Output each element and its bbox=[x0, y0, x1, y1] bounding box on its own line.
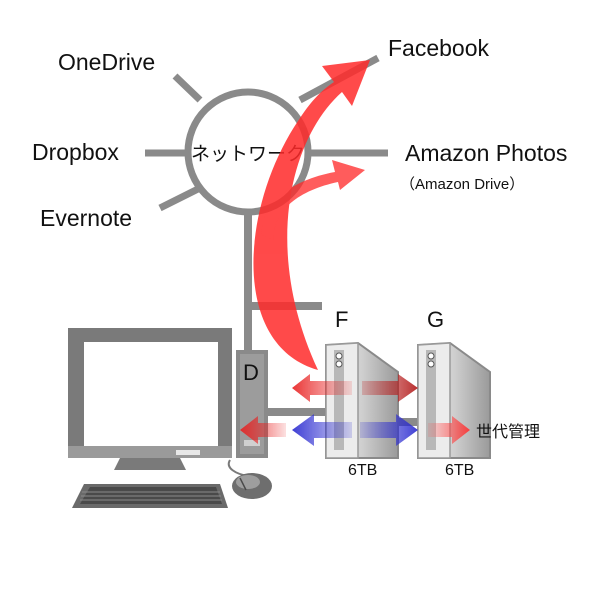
drive-g-capacity: 6TB bbox=[445, 462, 474, 479]
monitor-buttons bbox=[176, 450, 200, 455]
pc-tower bbox=[236, 350, 268, 458]
service-amazon-sub: （Amazon Drive） bbox=[400, 176, 524, 193]
upload-arrows bbox=[253, 60, 370, 370]
service-amazon: Amazon Photos bbox=[405, 140, 567, 166]
drive-f-label: F bbox=[335, 307, 348, 332]
spoke-evernote bbox=[158, 184, 202, 212]
network-label: ネットワーク bbox=[191, 143, 305, 165]
keyboard bbox=[72, 484, 228, 508]
arrow-blue-right bbox=[360, 414, 418, 446]
arrow-to-generation bbox=[428, 416, 470, 444]
generation-label: 世代管理 bbox=[476, 422, 540, 441]
drive-g-label: G bbox=[427, 307, 444, 332]
mouse-cable bbox=[227, 459, 249, 477]
copy-arrows bbox=[240, 374, 470, 446]
service-facebook: Facebook bbox=[388, 35, 490, 61]
link-d-f bbox=[264, 408, 326, 416]
arrow-blue-left bbox=[292, 414, 352, 446]
drive-d-label: D bbox=[243, 360, 259, 385]
drive-f-capacity: 6TB bbox=[348, 462, 377, 479]
service-evernote: Evernote bbox=[40, 205, 132, 231]
mouse bbox=[232, 473, 272, 499]
drive-f bbox=[325, 341, 399, 459]
monitor bbox=[68, 328, 232, 470]
arrow-f-to-g-upper bbox=[362, 374, 418, 402]
service-dropbox: Dropbox bbox=[32, 139, 119, 165]
arrow-to-d-lower bbox=[240, 416, 286, 444]
upload-arrow-amazon bbox=[261, 160, 365, 240]
upload-arrow-facebook bbox=[253, 60, 370, 370]
service-onedrive: OneDrive bbox=[58, 49, 155, 75]
monitor-screen bbox=[84, 342, 218, 446]
arrow-f-to-d-upper bbox=[292, 374, 352, 402]
monitor-stand bbox=[114, 458, 186, 470]
spoke-onedrive bbox=[172, 73, 203, 103]
